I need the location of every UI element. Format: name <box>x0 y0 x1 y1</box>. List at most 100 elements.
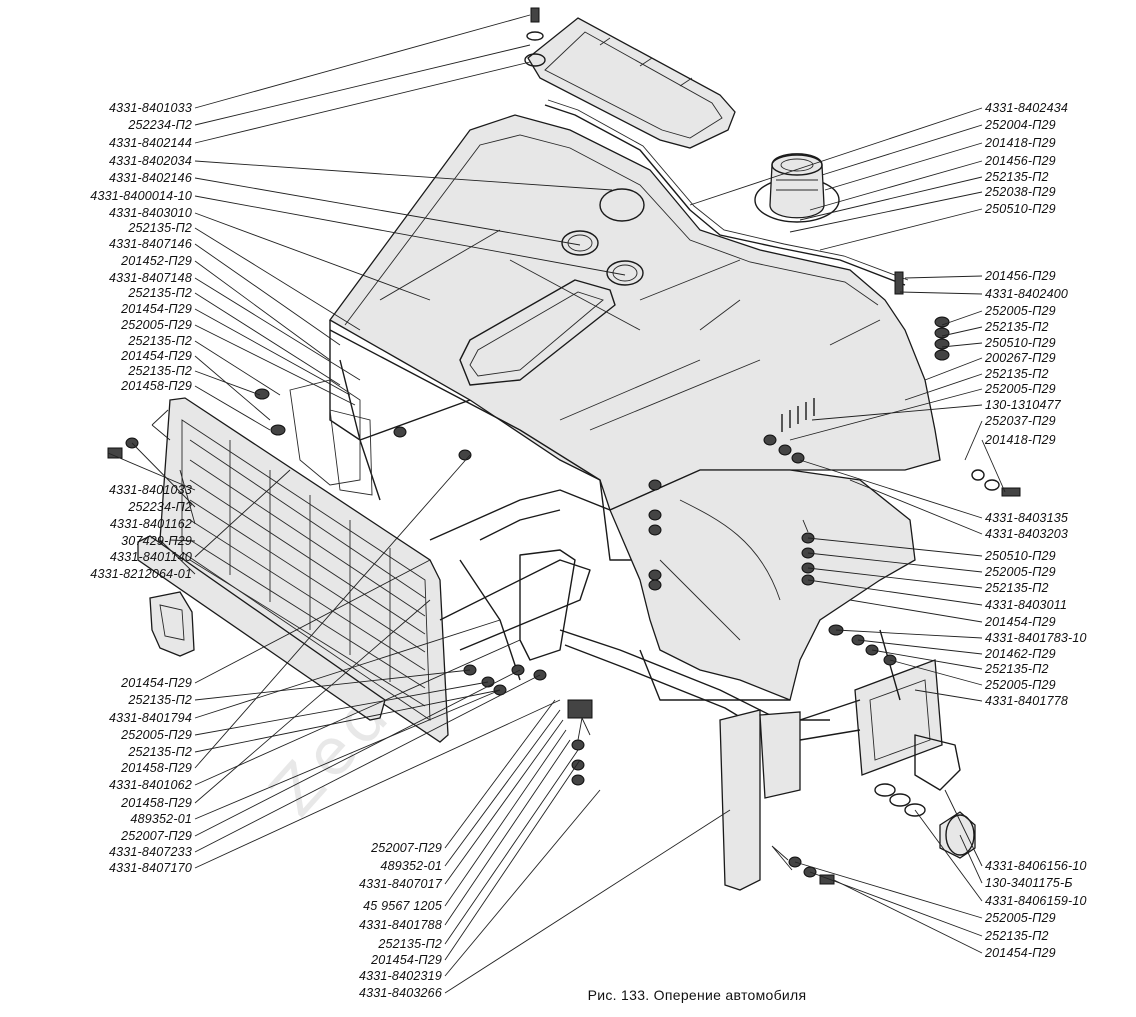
leader-line-left <box>194 195 626 276</box>
emblem <box>149 591 195 657</box>
callout-label-right: 252135-П2 <box>984 581 1049 595</box>
leader-line-right <box>794 861 983 919</box>
leader-line-left <box>194 292 341 386</box>
leader-line-left <box>194 260 331 361</box>
right-fender <box>609 469 916 701</box>
callout-label-left: 4331-8401162 <box>110 517 192 531</box>
leader-line-left <box>194 44 531 126</box>
callout-label-right: 4331-8402400 <box>985 287 1068 301</box>
callout-label-bottom: 4331-8407017 <box>359 877 443 891</box>
callout-label-left: 4331-8401794 <box>109 711 192 725</box>
callout-label-left: 4331-8401033 <box>109 483 192 497</box>
leader-line-right <box>833 879 983 954</box>
callout-label-left: 201458-П29 <box>120 796 192 810</box>
leader-line-left <box>194 681 489 736</box>
leader-line-left <box>194 639 521 786</box>
leader-line-right <box>821 124 983 176</box>
callout-label-left: 489352-01 <box>130 812 192 826</box>
callout-label-left: 252135-П2 <box>127 221 192 235</box>
callout-label-right: 252135-П2 <box>984 367 1049 381</box>
leader-line-right <box>811 404 983 421</box>
callout-label-bottom: 252007-П29 <box>370 841 442 855</box>
callout-label-left: 201454-П29 <box>120 349 192 363</box>
callout-label-right: 201456-П29 <box>984 269 1056 283</box>
callout-label-left: 4331-8407170 <box>109 861 192 875</box>
callout-label-bottom: 489352-01 <box>380 859 442 873</box>
seal-strip <box>544 104 906 286</box>
right-callout-labels: 4331-8402434252004-П29201418-П29201456-П… <box>984 101 1087 960</box>
callout-label-left: 201454-П29 <box>120 302 192 316</box>
leader-line-right <box>889 659 983 686</box>
leader-line-right <box>964 420 983 461</box>
leader-line-left <box>194 177 581 246</box>
leader-line-left <box>194 689 501 753</box>
callout-label-left: 252234-П2 <box>127 500 192 514</box>
callout-label-left: 252005-П29 <box>120 728 192 742</box>
leader-line-left <box>169 539 196 542</box>
leader-line-left <box>194 14 531 109</box>
callout-label-right: 252135-П2 <box>984 320 1049 334</box>
callout-label-left: 252234-П2 <box>127 118 192 132</box>
fastener-stacks <box>107 271 1021 885</box>
leader-line-left <box>194 243 341 346</box>
callout-label-left: 201454-П29 <box>120 676 192 690</box>
callout-label-right: 252135-П2 <box>984 929 1049 943</box>
callout-label-right: 250510-П29 <box>984 336 1056 350</box>
callout-label-right: 252004-П29 <box>984 118 1056 132</box>
leader-lines <box>107 14 1006 994</box>
callout-label-right: 4331-8406159-10 <box>985 894 1087 908</box>
callout-label-left: 252135-П2 <box>127 745 192 759</box>
leader-line-right <box>981 439 1006 493</box>
leader-line-right <box>809 871 983 937</box>
leader-line-bottom <box>444 729 567 907</box>
callout-label-right: 130-1310477 <box>985 398 1062 412</box>
leader-line-right <box>849 599 983 623</box>
callout-label-left: 252007-П29 <box>120 829 192 843</box>
leader-line-right <box>809 160 983 211</box>
left-callout-labels: 4331-8401033252234-П24331-84021444331-84… <box>90 101 192 875</box>
callout-label-left: 252135-П2 <box>127 693 192 707</box>
callout-label-left: 252135-П2 <box>127 286 192 300</box>
callout-label-right: 201462-П29 <box>984 647 1056 661</box>
callout-label-right: 252005-П29 <box>984 565 1056 579</box>
leader-line-right <box>799 459 983 519</box>
leader-line-bottom <box>444 759 581 961</box>
leader-line-right <box>857 639 983 655</box>
leader-line-bottom <box>444 719 564 885</box>
callout-label-right: 250510-П29 <box>984 202 1056 216</box>
leader-line-right <box>914 689 983 702</box>
leader-line-left <box>194 227 361 331</box>
callout-label-right: 252005-П29 <box>984 911 1056 925</box>
callout-label-left: 201458-П29 <box>120 761 192 775</box>
leader-line-left <box>194 370 261 396</box>
air-intake-cap <box>754 153 840 223</box>
leader-line-right <box>941 310 983 326</box>
callout-label-left: 307429-П29 <box>121 534 192 548</box>
leader-line-left <box>194 669 521 837</box>
callout-label-right: 252038-П29 <box>984 185 1056 199</box>
callout-label-right: 201454-П29 <box>984 615 1056 629</box>
callout-label-right: 201418-П29 <box>984 433 1056 447</box>
leader-line-left <box>179 469 196 525</box>
callout-label-left: 4331-8402146 <box>109 171 192 185</box>
leader-line-left <box>194 469 291 558</box>
callout-label-left: 4331-8403010 <box>109 206 192 220</box>
leader-line-right <box>849 479 983 535</box>
frame-brackets <box>289 329 830 891</box>
callout-label-right: 201418-П29 <box>984 136 1056 150</box>
callout-label-bottom: 4331-8402319 <box>359 969 442 983</box>
callout-label-left: 4331-8212064-01 <box>90 567 192 581</box>
leader-line-left <box>194 308 351 396</box>
leader-line-left <box>194 454 471 769</box>
leader-line-left <box>194 324 356 406</box>
top-bolt <box>524 7 546 67</box>
callout-label-right: 130-3401175-Б <box>985 876 1073 890</box>
leader-line-bottom <box>444 709 561 867</box>
callout-label-right: 252037-П29 <box>984 414 1056 428</box>
leader-line-right <box>807 552 983 573</box>
callout-label-right: 4331-8401783-10 <box>985 631 1087 645</box>
leader-line-left <box>194 619 501 719</box>
callout-label-right: 252135-П2 <box>984 170 1049 184</box>
leader-line-left <box>194 669 471 701</box>
